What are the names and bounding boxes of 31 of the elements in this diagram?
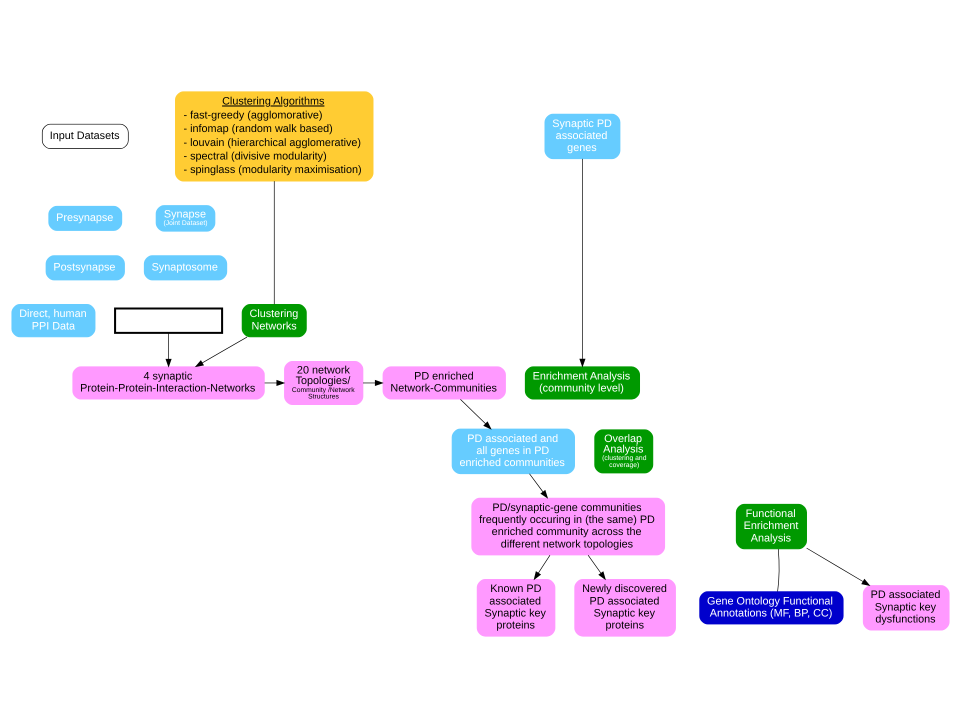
node-box: Direct, human PPI Data xyxy=(10,304,95,338)
arrow xyxy=(264,380,285,386)
node-box: Newly discovered PD associated Synaptic key proteins xyxy=(574,579,676,637)
node-box: Input Datasets xyxy=(41,124,128,149)
node-box: Enrichment Analysis (community level) xyxy=(524,366,640,400)
node-box: Postsynapse xyxy=(45,255,124,280)
arrow xyxy=(578,158,586,368)
node-box: PD/synaptic-gene communities frequently occuring in (the same) PD enriched community across the different network topologies xyxy=(470,498,665,556)
node-box: Known PD associated Synaptic key proteins xyxy=(476,579,555,637)
node-box: PD associated Synaptic key dysfunctions xyxy=(862,585,950,631)
arrow xyxy=(165,332,172,368)
node-box: Clustering Algorithms - fast-greedy (agglomorative) - infomap (random walk based) - louvain (hierarchical agglomerative) - spectral (divisive modularity) - spinglass (modularity maximisation) xyxy=(174,91,373,182)
arrow xyxy=(194,336,247,368)
node-box: PD enriched Network-Communities xyxy=(382,366,506,400)
arrow xyxy=(533,554,550,580)
arrow xyxy=(528,473,548,499)
arrow xyxy=(806,548,870,586)
arrow xyxy=(460,399,492,430)
arrow xyxy=(362,380,384,386)
node-box: Gene Ontology Functional Annotations (MF, BP, CC) xyxy=(698,591,844,624)
connector xyxy=(776,548,779,592)
node-box: Synaptosome xyxy=(143,255,227,280)
node-box: 4 synaptic Protein-Protein-Interaction-Networks xyxy=(72,366,264,400)
connector xyxy=(273,180,274,305)
node-box: Functional Enrichment Analysis xyxy=(735,504,806,550)
node-box: PD associated and all genes in PD enriched communities xyxy=(451,428,574,474)
node-bracket xyxy=(114,307,223,334)
arrow xyxy=(587,554,606,580)
node-box: Clustering Networks xyxy=(241,304,306,338)
node-box: Presynapse xyxy=(48,206,122,231)
node-box: Synaptic PD associated genes xyxy=(544,114,620,160)
